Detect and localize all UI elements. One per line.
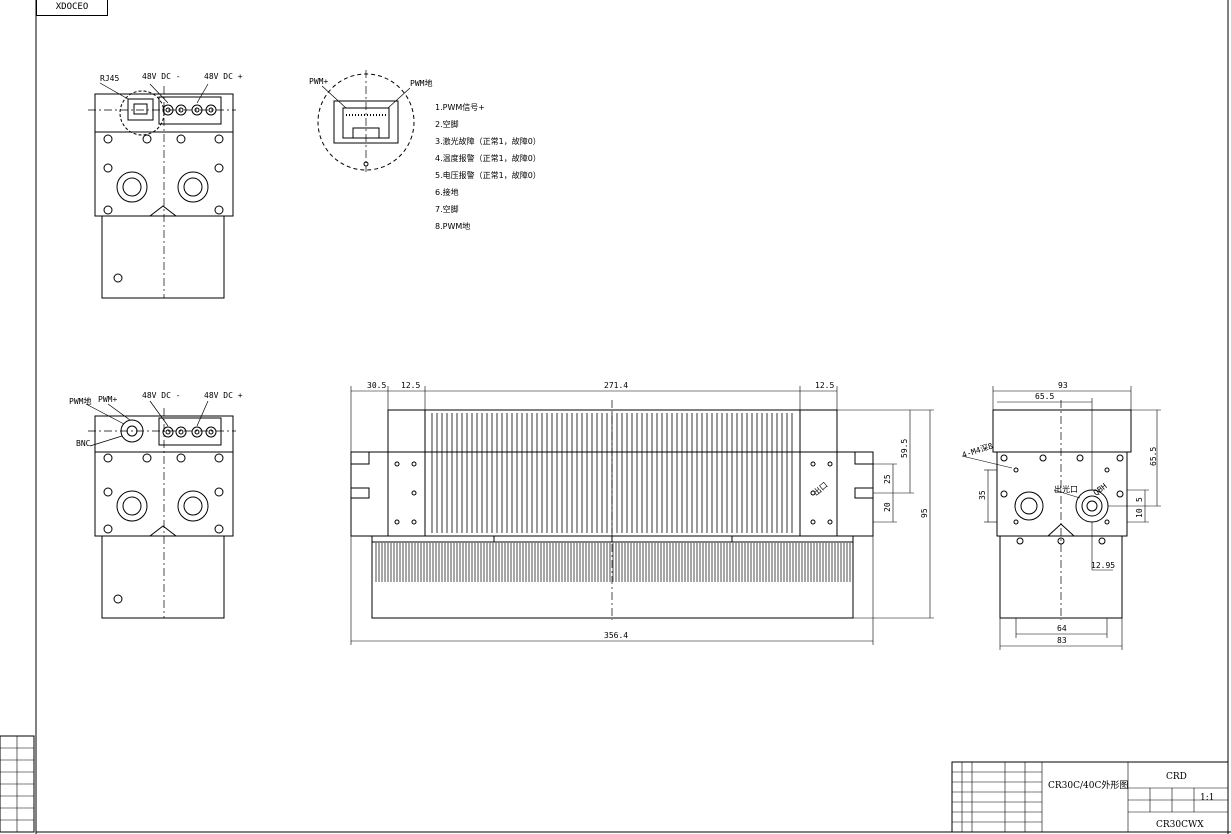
side-view-heatsink (350, 386, 934, 645)
label-48v-dc-neg: 48V DC - (142, 72, 181, 81)
top-fins (431, 413, 793, 533)
pin-list-item: 5.电压报警（正常1，故障0） (435, 170, 541, 180)
dim-20: 20 (883, 502, 892, 512)
label-bnc-48v-dc-pos: 48V DC + (204, 391, 243, 400)
dim-12-5-right: 12.5 (815, 381, 834, 390)
dim-35: 35 (978, 490, 987, 500)
dim-65-5-vertical: 65.5 (1149, 447, 1158, 466)
drawing-number: CR30CWX (1156, 820, 1204, 830)
dim-65-5: 65.5 (1035, 392, 1054, 401)
pin-list-item: 1.PWM信号+ (435, 102, 485, 112)
pin-list-item: 6.接地 (435, 187, 459, 197)
label-bnc-pwm-gnd: PWM地 (69, 396, 91, 406)
label-bnc-pwm-plus: PWM+ (98, 395, 117, 404)
label-pwm-plus: PWM+ (309, 77, 328, 86)
pin-list-item: 8.PWM地 (435, 221, 470, 231)
top-view-rj45-module (88, 82, 236, 299)
label-fiber-connector: QBH (1092, 481, 1109, 497)
drawing-scale: 1:1 (1200, 793, 1214, 803)
drawing-title: CR30C/40C外形图 (1048, 779, 1128, 791)
label-pwm-gnd: PWM地 (410, 78, 432, 88)
dim-271-4: 271.4 (604, 381, 628, 390)
dim-25: 25 (883, 474, 892, 484)
label-bnc-48v-dc-neg: 48V DC - (142, 391, 181, 400)
company-code: CRD (1166, 772, 1187, 782)
dim-356-4: 356.4 (604, 631, 628, 640)
pin-list-item: 7.空脚 (435, 204, 459, 214)
rj45-detail (317, 70, 415, 172)
dim-5: 5 (1135, 497, 1144, 502)
label-rj45: RJ45 (100, 74, 119, 83)
pin-list-item: 3.激光故障（正常1，故障0） (435, 136, 541, 146)
label-48v-dc-pos: 48V DC + (204, 72, 243, 81)
dim-12-5-left: 12.5 (401, 381, 420, 390)
label-bnc: BNC (76, 439, 91, 448)
label-mounting-holes: 4-M4深8 (961, 441, 994, 460)
title-block (951, 761, 1229, 833)
dim-95: 95 (920, 508, 929, 518)
pin-list-item: 4.温度报警（正常1，故障0） (435, 153, 541, 163)
dim-59-5: 59.5 (900, 439, 909, 458)
dim-64: 64 (1057, 624, 1067, 633)
bottom-fins (375, 543, 851, 582)
pin-list-item: 2.空脚 (435, 119, 459, 129)
dim-30-5: 30.5 (367, 381, 386, 390)
top-view-bnc-module (85, 400, 236, 619)
dim-10: 10 (1135, 508, 1144, 518)
dim-12-95: 12.95 (1091, 561, 1115, 570)
dim-83: 83 (1057, 636, 1067, 645)
dim-93: 93 (1058, 381, 1068, 390)
label-beam-outlet: 出光口 (1054, 484, 1078, 494)
end-view-module (961, 386, 1161, 650)
